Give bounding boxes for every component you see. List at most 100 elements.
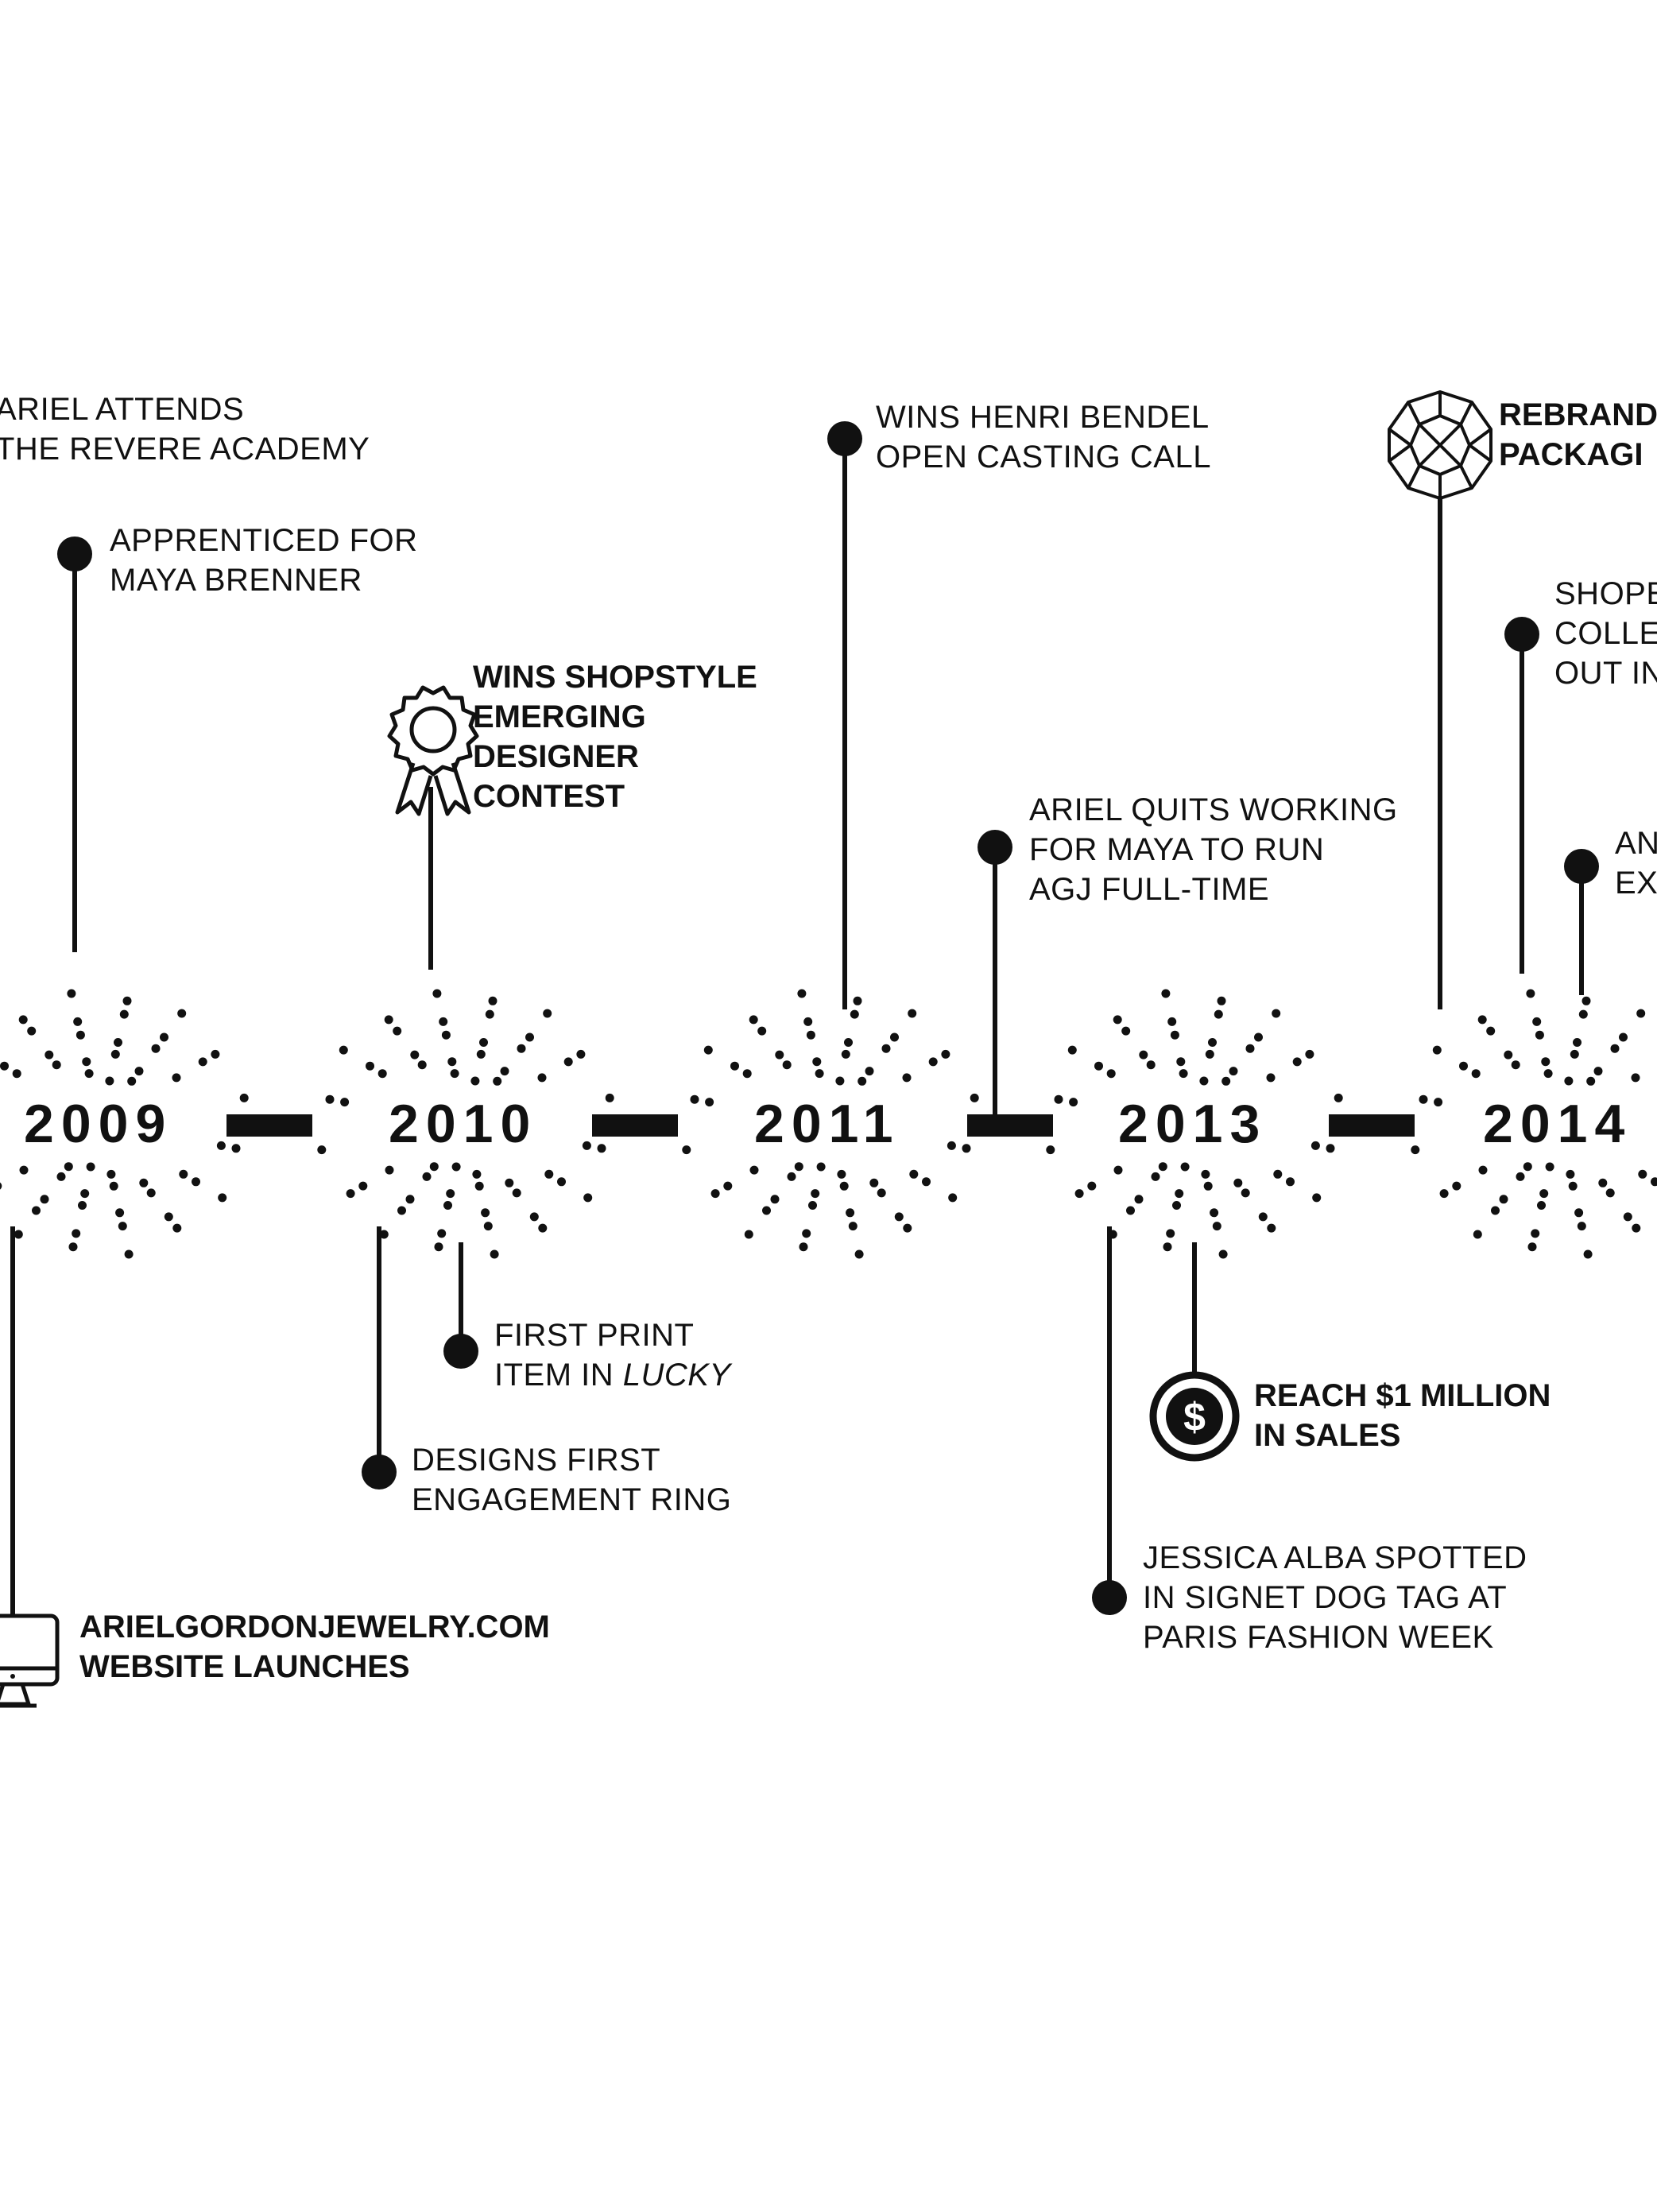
pin-jessica-alba xyxy=(1092,1580,1127,1615)
starburst-dot xyxy=(1163,1242,1172,1252)
starburst-dot xyxy=(730,1061,739,1071)
starburst-dot xyxy=(437,1229,447,1238)
starburst-dot xyxy=(1610,1044,1620,1053)
starburst-dot xyxy=(1167,1017,1177,1026)
starburst-dot xyxy=(947,1141,956,1150)
starburst-dot xyxy=(434,1242,443,1252)
starburst-dot xyxy=(397,1206,406,1215)
starburst-dot xyxy=(835,1076,845,1086)
starburst-dot xyxy=(597,1144,606,1153)
starburst-dot xyxy=(757,1026,767,1036)
year-2010: 2010 xyxy=(384,1092,543,1156)
starburst-dot xyxy=(762,1206,771,1215)
starburst-dot xyxy=(1176,1057,1186,1067)
starburst-dot xyxy=(1108,1230,1117,1239)
starburst-dot xyxy=(1545,1162,1554,1172)
starburst-dot xyxy=(605,1093,614,1102)
starburst-dot xyxy=(775,1050,784,1060)
starburst-dot xyxy=(1134,1195,1144,1204)
starburst-dot xyxy=(1432,1045,1442,1055)
event-line: WEBSITE LAUNCHES xyxy=(79,1649,410,1684)
starburst-dot xyxy=(1411,1145,1420,1155)
dollar-coin-icon: $ xyxy=(1149,1371,1240,1462)
starburst-dot xyxy=(1486,1026,1496,1036)
starburst-dot xyxy=(1199,1076,1209,1086)
event-line: EX xyxy=(1615,866,1657,901)
starburst-dot xyxy=(512,1188,521,1198)
starburst-dot xyxy=(815,1069,824,1079)
event-line: CONTEST xyxy=(473,779,625,814)
starburst-dot xyxy=(385,1165,394,1175)
starburst-dot xyxy=(1473,1230,1482,1239)
starburst-dot xyxy=(1113,1165,1123,1175)
starburst-dot xyxy=(1074,1189,1084,1199)
starburst-dot xyxy=(703,1045,713,1055)
starburst-dot xyxy=(1139,1050,1148,1060)
starburst-dot xyxy=(1564,1076,1574,1086)
starburst-dot xyxy=(1166,1229,1175,1238)
starburst-2009 xyxy=(0,989,249,1259)
starburst-dot xyxy=(787,1172,796,1181)
starburst-dot xyxy=(1286,1177,1295,1187)
starburst-dot xyxy=(1541,1057,1551,1067)
svg-text:$: $ xyxy=(1183,1395,1206,1439)
event-line: ITEM IN LUCKY xyxy=(494,1355,731,1395)
starburst-dot xyxy=(1632,1223,1641,1233)
starburst-dot xyxy=(481,1208,490,1218)
starburst-dot xyxy=(1471,1069,1481,1079)
starburst-dot xyxy=(794,1162,803,1172)
starburst-dot xyxy=(806,1030,815,1040)
starburst-dot xyxy=(493,1076,502,1086)
starburst-dot xyxy=(770,1195,780,1204)
event-line: OUT IN xyxy=(1554,656,1657,691)
starburst-dot xyxy=(1201,1169,1210,1179)
starburst-dot xyxy=(948,1193,958,1203)
starburst-dot xyxy=(1570,1049,1579,1059)
starburst-dot xyxy=(1054,1094,1063,1104)
starburst-dot xyxy=(1254,1032,1263,1042)
starburst-dot xyxy=(1326,1144,1335,1153)
starburst-dot xyxy=(1069,1098,1078,1107)
starburst-dot xyxy=(82,1057,91,1067)
starburst-dot xyxy=(1151,1172,1160,1181)
starburst-dot xyxy=(1113,1015,1122,1025)
starburst-dot xyxy=(1273,1169,1283,1179)
starburst-dot xyxy=(441,1030,451,1040)
starburst-dot xyxy=(476,1049,486,1059)
starburst-dot xyxy=(86,1162,95,1172)
starburst-dot xyxy=(1217,996,1226,1005)
event-line: ENGAGEMENT RING xyxy=(412,1482,732,1517)
starburst-dot xyxy=(14,1230,23,1239)
starburst-dot xyxy=(894,1212,904,1222)
starburst-dot xyxy=(797,989,807,998)
starburst-dot xyxy=(139,1178,149,1187)
event-henri-bendel: WINS HENRI BENDEL OPEN CASTING CALL xyxy=(876,397,1211,477)
starburst-dot xyxy=(110,1049,120,1059)
starburst-dot xyxy=(1067,1045,1077,1055)
starburst-dot xyxy=(1334,1093,1343,1102)
event-line: DESIGNER xyxy=(473,739,639,774)
starburst-dot xyxy=(72,1229,81,1238)
starburst-dot xyxy=(858,1076,867,1086)
starburst-dot xyxy=(1272,1009,1281,1018)
starburst-dot xyxy=(537,1073,547,1083)
starburst-dot xyxy=(1245,1044,1255,1053)
starburst-dot xyxy=(1218,1249,1228,1259)
starburst-dot xyxy=(1203,1181,1213,1191)
starburst-dot xyxy=(366,1061,374,1071)
starburst-dot xyxy=(865,1067,874,1076)
starburst-dot xyxy=(846,1208,855,1218)
starburst-dot xyxy=(869,1178,879,1187)
event-line: APPRENTICED FOR xyxy=(110,523,418,558)
event-line: PARIS FASHION WEEK xyxy=(1143,1620,1494,1655)
starburst-dot xyxy=(432,989,442,998)
event-partial: AN EX xyxy=(1615,823,1657,903)
starburst-dot xyxy=(1208,1038,1217,1047)
event-engagement-ring: DESIGNS FIRST ENGAGEMENT RING xyxy=(412,1440,731,1520)
starburst-dot xyxy=(1172,1201,1181,1210)
starburst-dot xyxy=(529,1212,539,1222)
starburst-dot xyxy=(18,1015,28,1025)
event-line: IN SALES xyxy=(1254,1418,1401,1453)
starburst-dot xyxy=(340,1098,350,1107)
starburst-dot xyxy=(1311,1141,1320,1150)
